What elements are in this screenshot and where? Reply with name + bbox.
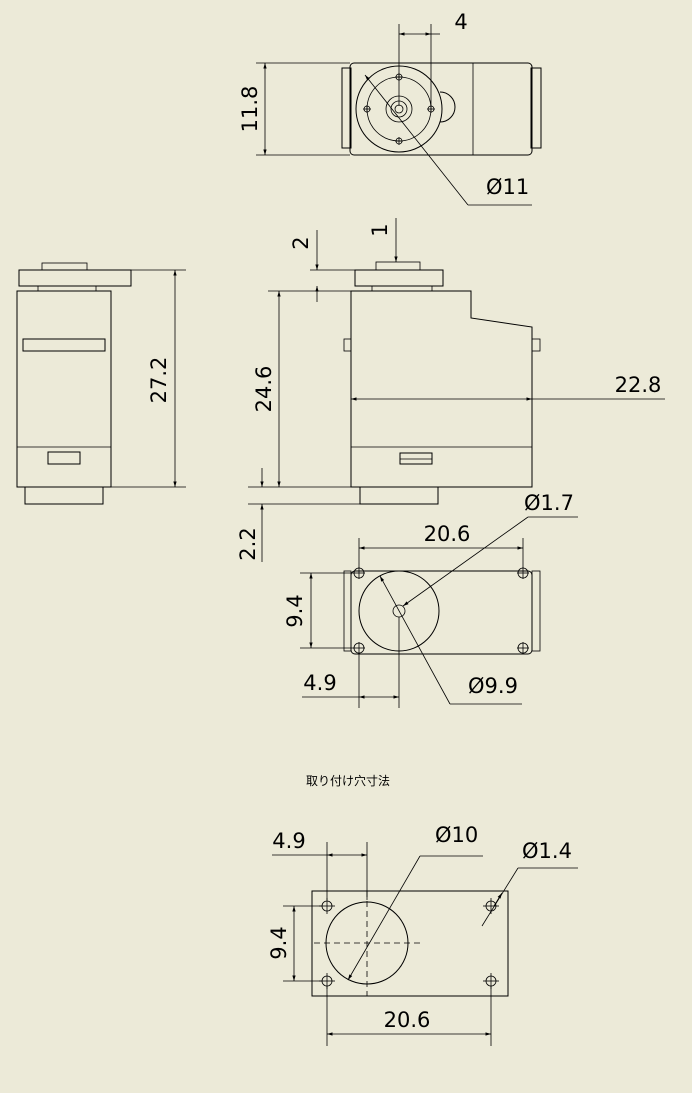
bottom-dim-diameter-9-9: Ø9.9 — [468, 674, 518, 698]
front-dim-2-2: 2.2 — [236, 527, 260, 560]
side-view: 27.2 — [16, 262, 186, 505]
mount-title: 取り付け穴寸法 — [306, 773, 390, 788]
front-dim-2: 2 — [289, 236, 313, 249]
bottom-view: Ø1.7 20.6 9.4 4.9 Ø9.9 — [283, 491, 578, 708]
mount-dim-9-4: 9.4 — [267, 926, 291, 959]
bottom-dim-20-6: 20.6 — [424, 522, 471, 546]
top-dim-diameter-11: Ø11 — [486, 175, 529, 199]
bottom-dim-diameter-1-7: Ø1.7 — [524, 491, 574, 515]
mount-dim-diameter-10: Ø10 — [435, 823, 478, 847]
mount-dim-4-9: 4.9 — [272, 829, 305, 853]
top-dim-4: 4 — [454, 10, 467, 34]
top-dim-11-8: 11.8 — [238, 86, 262, 133]
side-dim-27-2: 27.2 — [147, 357, 171, 404]
front-dim-1: 1 — [368, 223, 392, 236]
front-dim-22-8: 22.8 — [615, 373, 662, 397]
bottom-dim-9-4: 9.4 — [283, 594, 307, 627]
bottom-dim-4-9: 4.9 — [303, 671, 336, 695]
mount-view: 4.9 Ø10 Ø1.4 9.4 20.6 — [267, 823, 578, 1046]
top-view: 4 11.8 Ø11 — [238, 10, 542, 206]
mount-dim-diameter-1-4: Ø1.4 — [522, 839, 572, 863]
front-dim-24-6: 24.6 — [252, 366, 276, 413]
mount-dim-20-6: 20.6 — [384, 1008, 431, 1032]
front-view: 2 1 24.6 22.8 2.2 — [236, 218, 665, 562]
